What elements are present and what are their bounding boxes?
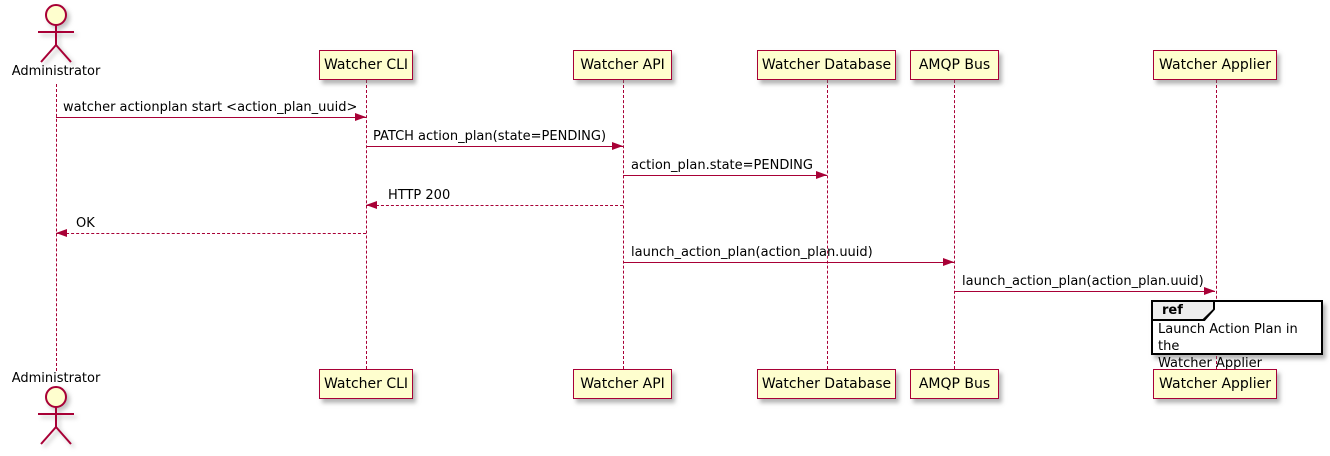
message-2-label: PATCH action_plan(state=PENDING) — [373, 129, 607, 144]
message-2-line — [366, 146, 623, 147]
message-1-label: watcher actionplan start <action_plan_uu… — [63, 100, 358, 115]
participant-watcher-api-top: Watcher API — [573, 50, 672, 80]
participant-watcher-applier-top: Watcher Applier — [1153, 50, 1277, 80]
message-4-arrowhead-icon — [366, 201, 377, 209]
lifeline-watcher-database — [827, 80, 828, 369]
participant-watcher-cli-bottom: Watcher CLI — [319, 369, 413, 399]
participant-amqp-bus-top: AMQP Bus — [910, 50, 999, 80]
message-7-arrowhead-icon — [1204, 287, 1215, 295]
message-3-label: action_plan.state=PENDING — [631, 158, 813, 173]
message-7-label: launch_action_plan(action_plan.uuid) — [962, 274, 1204, 289]
participant-amqp-bus-bottom: AMQP Bus — [910, 369, 999, 399]
actor-icon — [38, 386, 74, 445]
message-3-arrowhead-icon — [816, 171, 827, 179]
participant-watcher-cli-top: Watcher CLI — [319, 50, 413, 80]
message-5-label: OK — [76, 216, 95, 231]
lifeline-watcher-cli — [366, 80, 367, 369]
actor-label-top: Administrator — [11, 64, 101, 79]
message-2-arrowhead-icon — [612, 142, 623, 150]
message-6-line — [623, 262, 954, 263]
message-7-line — [954, 291, 1215, 292]
message-1-arrowhead-icon — [355, 113, 366, 121]
lifeline-watcher-applier — [1216, 80, 1217, 369]
message-5-arrowhead-icon — [56, 229, 67, 237]
message-6-arrowhead-icon — [943, 258, 954, 266]
lifeline-administrator — [56, 84, 57, 371]
message-6-label: launch_action_plan(action_plan.uuid) — [631, 245, 873, 260]
participant-watcher-database-bottom: Watcher Database — [757, 369, 896, 399]
participant-watcher-applier-bottom: Watcher Applier — [1153, 369, 1277, 399]
message-3-line — [623, 175, 827, 176]
message-1-line — [56, 117, 366, 118]
ref-keyword: ref — [1153, 302, 1213, 319]
ref-text-line-2: Watcher Applier — [1158, 356, 1262, 371]
actor-icon — [38, 4, 74, 63]
ref-fragment: ref Launch Action Plan in the Watcher Ap… — [1151, 300, 1323, 371]
ref-text-line-1: Launch Action Plan in the — [1158, 322, 1298, 354]
lifeline-amqp-bus — [954, 80, 955, 369]
lifeline-watcher-api — [623, 80, 624, 369]
message-4-line — [366, 205, 623, 206]
actor-label-bottom: Administrator — [11, 371, 101, 386]
participant-watcher-database-top: Watcher Database — [757, 50, 896, 80]
ref-text: Launch Action Plan in the Watcher Applie… — [1158, 321, 1321, 372]
message-4-label: HTTP 200 — [388, 188, 451, 203]
participant-watcher-api-bottom: Watcher API — [573, 369, 672, 399]
ref-tab: ref — [1151, 300, 1215, 321]
message-5-line — [56, 233, 366, 234]
